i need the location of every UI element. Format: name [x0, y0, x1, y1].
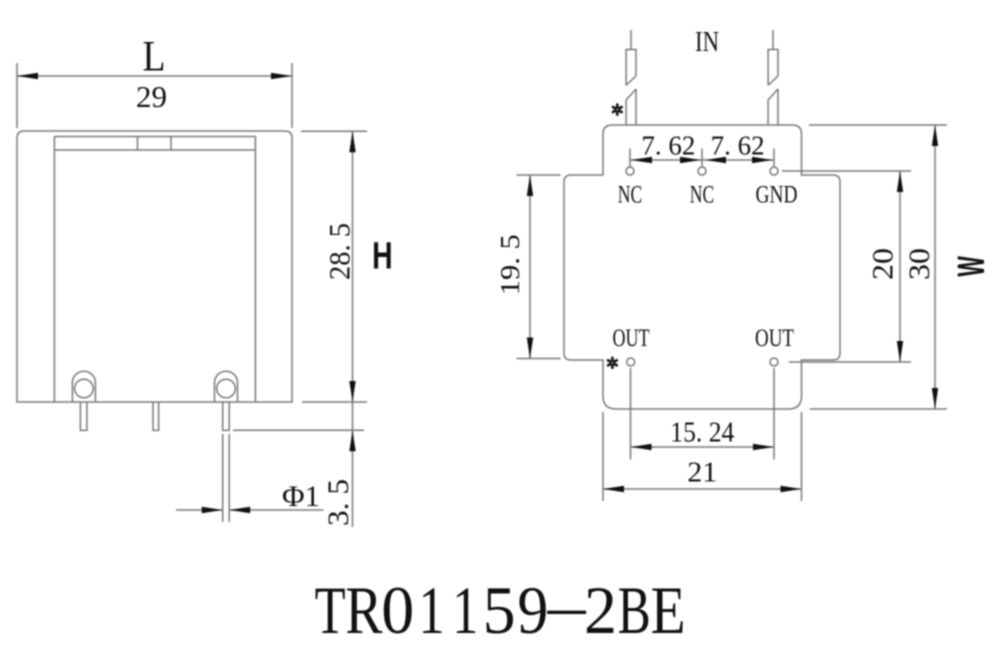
svg-text:OUT: OUT	[755, 325, 794, 352]
svg-text:2: 2	[584, 572, 617, 648]
svg-text:28. 5: 28. 5	[324, 223, 357, 280]
svg-text:L: L	[143, 34, 166, 81]
svg-text:20: 20	[867, 248, 900, 280]
svg-text:3. 5: 3. 5	[322, 479, 355, 526]
svg-text:OUT: OUT	[613, 325, 650, 352]
svg-text:–: –	[547, 567, 587, 643]
svg-text:W: W	[951, 256, 993, 277]
svg-text:B: B	[618, 572, 651, 648]
svg-text:29: 29	[136, 79, 167, 114]
svg-text:R: R	[345, 572, 383, 648]
svg-text:T: T	[315, 572, 346, 648]
svg-text:0: 0	[381, 572, 414, 648]
svg-text:7. 62: 7. 62	[711, 131, 765, 161]
svg-text:1: 1	[419, 572, 445, 648]
svg-text:NC: NC	[618, 182, 643, 209]
svg-text:IN: IN	[695, 27, 719, 58]
svg-text:GND: GND	[756, 182, 798, 209]
svg-text:15. 24: 15. 24	[670, 418, 734, 449]
svg-text:NC: NC	[690, 182, 715, 209]
svg-text:7. 62: 7. 62	[641, 131, 695, 161]
svg-text:H: H	[372, 236, 393, 278]
svg-text:5: 5	[483, 572, 516, 648]
svg-text:9: 9	[517, 572, 548, 648]
svg-text:19. 5: 19. 5	[495, 234, 525, 295]
svg-text:E: E	[651, 572, 686, 648]
svg-text:1: 1	[452, 572, 478, 648]
svg-text:21: 21	[687, 457, 717, 489]
svg-text:30: 30	[903, 248, 936, 280]
svg-text:Φ1: Φ1	[282, 480, 320, 513]
